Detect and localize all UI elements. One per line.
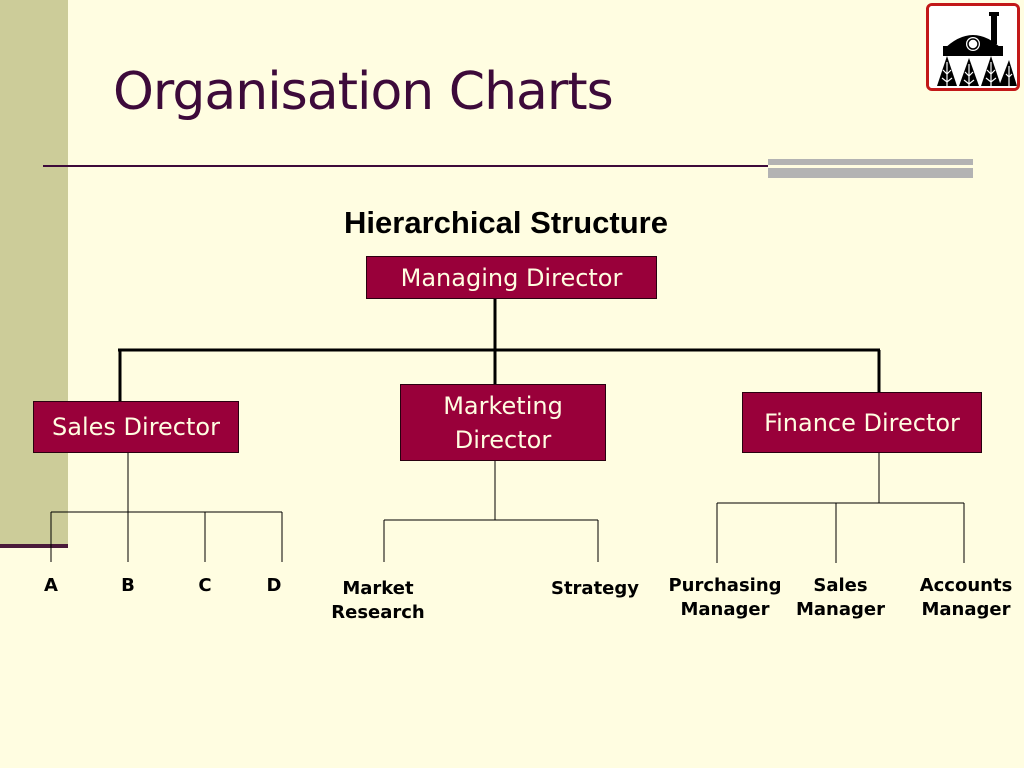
building-and-trees-logo-icon: [926, 3, 1020, 91]
node-label: Managing Director: [400, 263, 623, 292]
accent-sidebar: [0, 0, 68, 548]
marketing-director-node: Marketing Director: [400, 384, 606, 461]
managing-director-node: Managing Director: [366, 256, 657, 299]
node-label: Marketing Director: [443, 391, 563, 454]
sales-director-node: Sales Director: [33, 401, 239, 453]
strategy-label: Strategy: [550, 578, 640, 599]
report-c-label: C: [198, 575, 212, 596]
title-rule-accent-gap: [768, 165, 973, 168]
title-rule: [43, 165, 773, 167]
purchasing-manager-label: Purchasing Manager: [668, 575, 782, 620]
report-d-label: D: [266, 575, 282, 596]
report-b-label: B: [121, 575, 135, 596]
accounts-manager-label: Accounts Manager: [919, 575, 1013, 620]
sales-manager-label: Sales Manager: [796, 575, 885, 620]
report-a-label: A: [44, 575, 58, 596]
finance-director-node: Finance Director: [742, 392, 982, 453]
market-research-label: Market Research: [331, 578, 425, 623]
node-label: Sales Director: [52, 413, 220, 441]
accent-sidebar-underline: [0, 544, 68, 548]
title-rule-accent: [768, 159, 973, 178]
node-label: Finance Director: [764, 409, 960, 437]
chart-subtitle: Hierarchical Structure: [344, 205, 668, 240]
slide-title: Organisation Charts: [113, 62, 614, 122]
